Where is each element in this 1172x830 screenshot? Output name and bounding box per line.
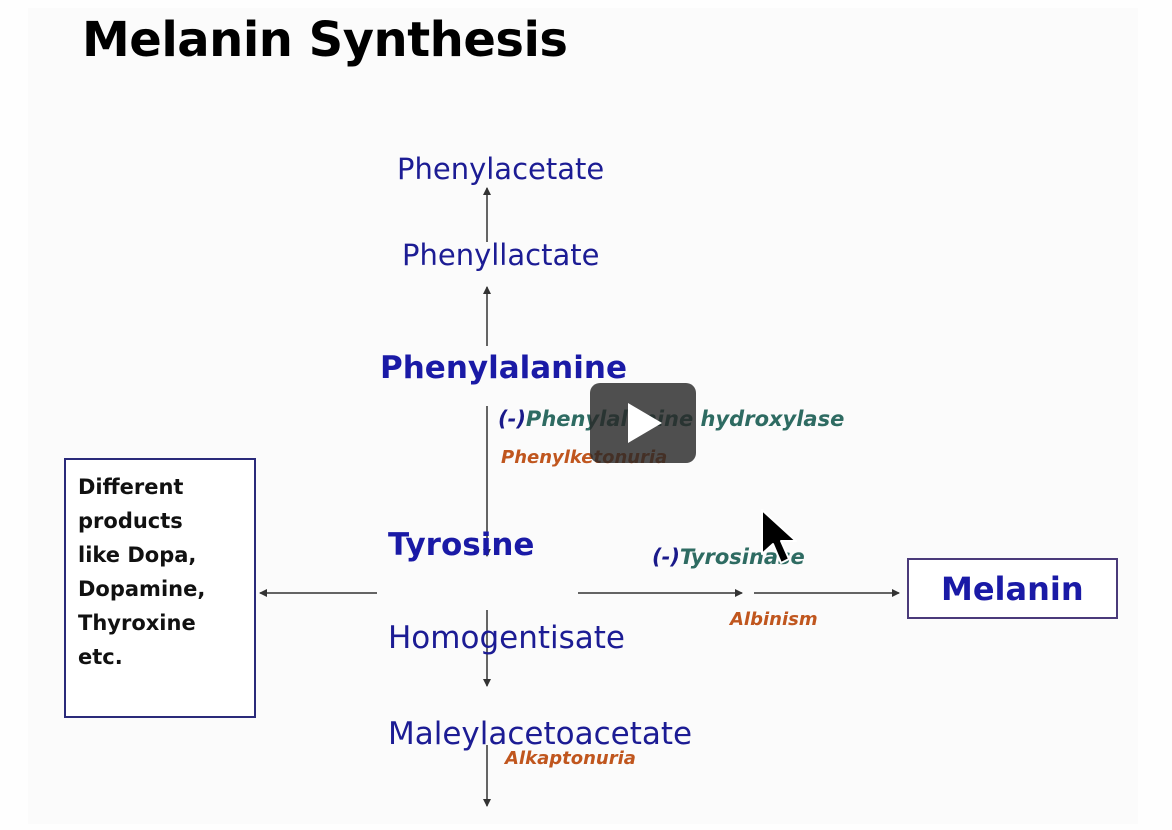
products-line: etc. (78, 645, 123, 669)
compound-maleylacetoacetate: Maleylacetoacetate (388, 716, 693, 752)
inhibition-sign: (-) (498, 407, 526, 431)
inhibition-sign: (-) (652, 545, 680, 569)
play-button[interactable] (590, 383, 696, 463)
compound-tyrosine: Tyrosine (388, 527, 535, 563)
disease-alkaptonuria: Alkaptonuria (505, 748, 636, 769)
products-line: products (78, 509, 183, 533)
products-line: Different (78, 475, 184, 499)
play-icon (628, 403, 662, 443)
products-line: like Dopa, (78, 543, 197, 567)
compound-phenylalanine: Phenylalanine (380, 350, 627, 386)
melanin-label: Melanin (941, 570, 1084, 608)
slide-title: Melanin Synthesis (82, 12, 568, 68)
products-line: Dopamine, (78, 577, 206, 601)
products-box: Different products like Dopa, Dopamine, … (64, 458, 256, 718)
mouse-pointer-icon (761, 509, 797, 564)
compound-homogentisate: Homogentisate (388, 620, 625, 656)
compound-phenylacetate: Phenylacetate (397, 152, 605, 186)
products-line: Thyroxine (78, 611, 196, 635)
melanin-box: Melanin (907, 558, 1118, 619)
disease-albinism: Albinism (730, 609, 818, 630)
compound-phenyllactate: Phenyllactate (402, 238, 600, 272)
products-text: Different products like Dopa, Dopamine, … (78, 470, 253, 674)
